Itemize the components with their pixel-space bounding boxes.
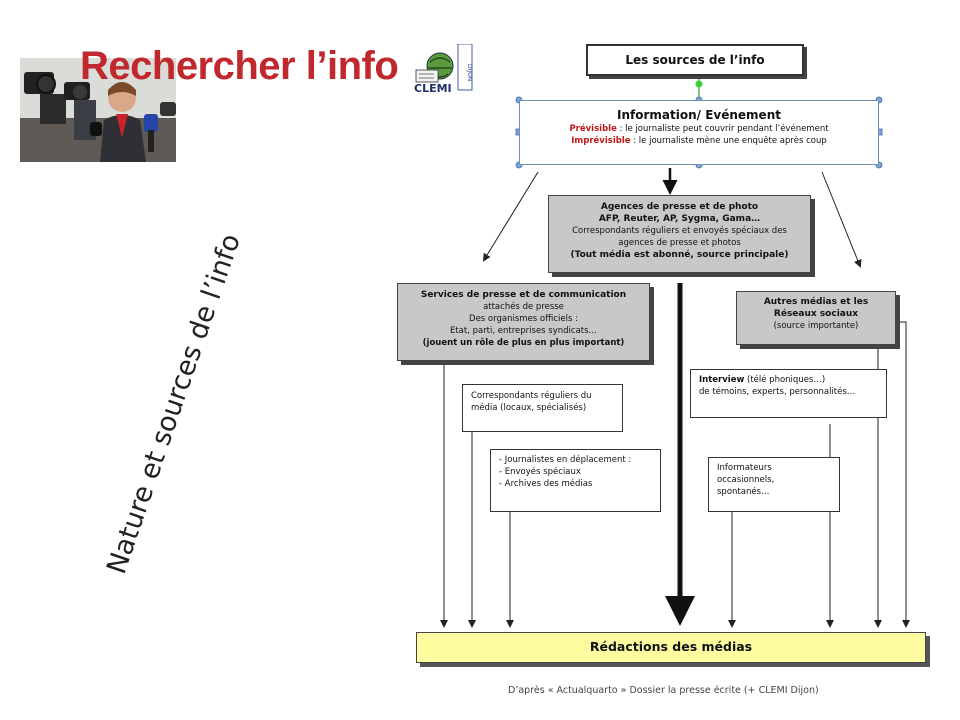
informants-line-1: Informateurs <box>717 463 772 473</box>
press-services-line-4: (jouent un rôle de plus en plus importan… <box>422 338 625 348</box>
interview-line-2: de témoins, experts, personnalités… <box>699 387 856 397</box>
connector-handle <box>695 80 703 88</box>
other-media-line-1: Autres médias et les <box>763 297 869 307</box>
journalists-line-2: - Envoyés spéciaux <box>499 467 581 477</box>
clemi-logo-mark: DIJON CLEMI <box>414 43 473 95</box>
agencies-line-1: AFP, Reuter, AP, Sygma, Gama… <box>598 214 761 224</box>
arrow-event-to-other-media <box>821 171 862 268</box>
journalists-line-3: - Archives des médias <box>499 479 593 489</box>
event-box: Information/ Evénement Prévisible : le j… <box>519 100 879 165</box>
agencies-line-4: (Tout média est abonné, source principal… <box>570 250 789 260</box>
interview-line-1: Interview (télé phoniques…) <box>699 374 886 386</box>
event-box-title: Information/ Evénement <box>617 108 781 122</box>
correspondents-box: Correspondants réguliers du média (locau… <box>462 384 623 432</box>
press-services-box: Services de presse et de communication a… <box>397 283 650 361</box>
informants-line-3: spontanés… <box>717 487 770 497</box>
arrow-other-media-side <box>898 321 910 628</box>
event-line-2: Imprévisible : le journaliste mène une e… <box>520 135 878 147</box>
event-line-1: Prévisible : le journaliste peut couvrir… <box>520 123 878 135</box>
press-services-line-3: Etat, parti, entreprises syndicats… <box>449 326 598 336</box>
sources-box: Les sources de l’info <box>586 44 804 76</box>
informants-line-2: occasionnels, <box>717 475 775 485</box>
journalists-box: - Journalistes en déplacement : - Envoyé… <box>490 449 661 512</box>
correspondents-line-2: média (locaux, spécialisés) <box>471 403 587 413</box>
press-photo <box>20 58 176 162</box>
interview-label: Interview <box>699 375 745 385</box>
event-line-1-text: : le journaliste peut couvrir pendant l’… <box>616 124 829 134</box>
press-photo-illustration <box>20 58 176 162</box>
other-media-line-2: Réseaux sociaux <box>773 309 859 319</box>
other-media-box: Autres médias et les Réseaux sociaux (so… <box>736 291 896 345</box>
informants-box: Informateurs occasionnels, spontanés… <box>708 457 840 512</box>
newsrooms-box: Rédactions des médias <box>416 632 926 663</box>
sources-box-label: Les sources de l’info <box>625 53 765 67</box>
agencies-box: Agences de presse et de photo AFP, Reute… <box>548 195 811 273</box>
event-line-1-label: Prévisible <box>569 124 617 134</box>
source-credit: D’après « Actualquarto » Dossier la pres… <box>508 685 819 696</box>
event-line-2-label: Imprévisible <box>571 136 631 146</box>
slide-title: Rechercher l’info <box>80 44 399 88</box>
journalists-line-1: - Journalistes en déplacement : <box>499 455 632 465</box>
press-services-line-1: attachés de presse <box>483 302 564 312</box>
interview-line-1-rest: (télé phoniques…) <box>744 375 826 385</box>
arrow-event-to-press-services <box>482 171 539 262</box>
logo-side-text: DIJON <box>466 64 473 81</box>
other-media-line-3: (source importante) <box>773 321 859 331</box>
agencies-title: Agences de presse et de photo <box>600 202 759 212</box>
event-line-2-text: : le journaliste mène une enquête après … <box>630 136 827 146</box>
agencies-line-2: Correspondants réguliers et envoyés spéc… <box>572 226 787 236</box>
press-services-title: Services de presse et de communication <box>420 290 627 300</box>
correspondents-line-1: Correspondants réguliers du <box>471 391 592 401</box>
agencies-line-3: agences de presse et photos <box>618 238 741 248</box>
logo-text: CLEMI <box>414 82 452 94</box>
newsrooms-label: Rédactions des médias <box>589 639 753 654</box>
interview-box: Interview (télé phoniques…) de témoins, … <box>690 369 887 418</box>
press-services-line-2: Des organismes officiels : <box>469 314 578 324</box>
clemi-logo: DIJON CLEMI <box>410 43 484 95</box>
